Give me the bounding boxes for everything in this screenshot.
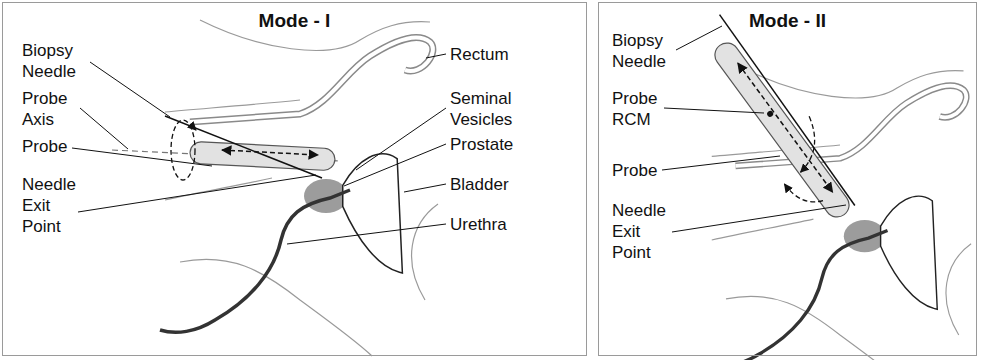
probe-mode-1 xyxy=(112,116,340,180)
part-label: Seminal Vesicles xyxy=(450,88,524,130)
part-label: Biopsy Needle xyxy=(22,40,86,82)
anatomy xyxy=(160,20,438,356)
part-label: Needle Exit Point xyxy=(612,200,676,263)
panel-title: Mode - I xyxy=(3,10,586,32)
part-label: Bladder xyxy=(450,174,550,195)
part-label: Prostate xyxy=(450,134,550,155)
part-label: Probe xyxy=(612,160,676,181)
part-label: Probe Axis xyxy=(22,88,86,130)
leader-lines xyxy=(662,26,846,232)
part-label: Biopsy Needle xyxy=(612,30,676,72)
part-label: Needle Exit Point xyxy=(22,174,86,237)
part-label: Probe RCM xyxy=(612,88,676,130)
part-label: Probe xyxy=(22,136,86,157)
panel-title: Mode - II xyxy=(599,10,976,32)
part-label: Rectum xyxy=(450,44,550,65)
leader-lines xyxy=(72,54,446,244)
probe-mode-2 xyxy=(681,7,868,232)
part-label: Urethra xyxy=(450,214,550,235)
